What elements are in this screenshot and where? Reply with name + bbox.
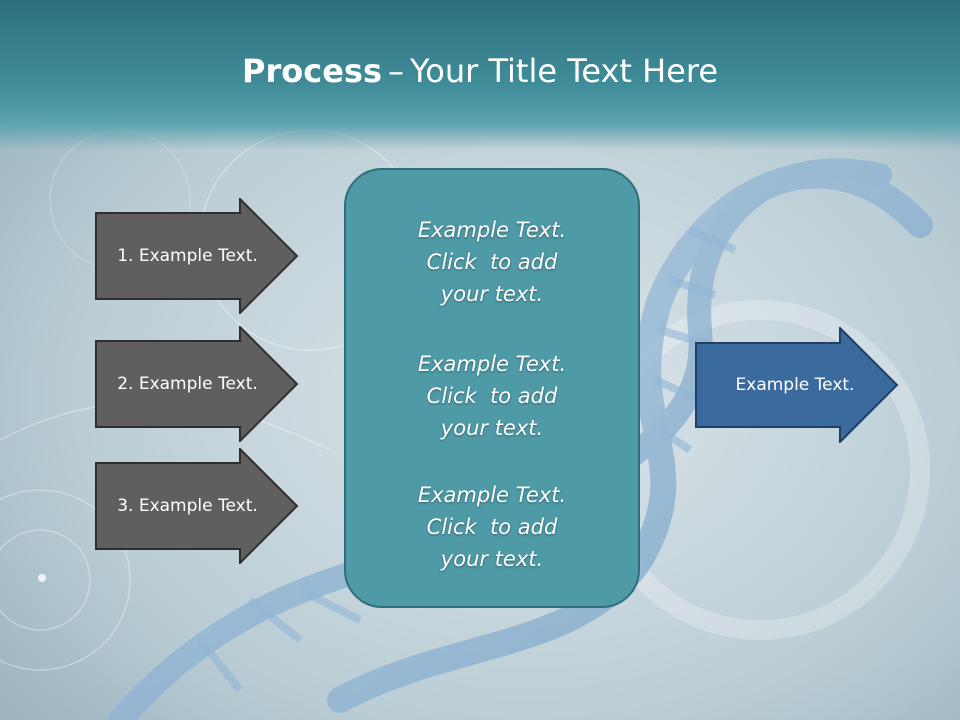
arrow-shape (695, 327, 899, 443)
text-line: your text. (440, 547, 544, 571)
arrow-label: 1. Example Text. (117, 246, 258, 266)
text-block-3: Example Text. Click to add your text. (346, 479, 638, 575)
text-line: Click to add (426, 250, 558, 274)
arrow-label: 3. Example Text. (117, 496, 258, 516)
text-line: Click to add (426, 384, 558, 408)
text-line: your text. (440, 416, 544, 440)
arrow-shape (95, 198, 299, 314)
text-line: Example Text. (417, 218, 567, 242)
arrow-label: 2. Example Text. (117, 374, 258, 394)
title-bold: Process (242, 52, 382, 90)
arrow-shape (95, 448, 299, 564)
title-text: Your Title Text Here (409, 52, 718, 90)
text-line: your text. (440, 282, 544, 306)
left-arrow-2[interactable]: 2. Example Text. (95, 326, 299, 442)
right-arrow[interactable]: Example Text. (695, 327, 899, 443)
text-block-1: Example Text. Click to add your text. (346, 214, 638, 310)
title-bar (0, 0, 960, 150)
text-line: Example Text. (417, 483, 567, 507)
text-block-2: Example Text. Click to add your text. (346, 348, 638, 444)
arrow-shape (95, 326, 299, 442)
center-text-box[interactable]: Example Text. Click to add your text. Ex… (344, 168, 640, 608)
slide-title[interactable]: Process–Your Title Text Here (0, 52, 960, 90)
left-arrow-1[interactable]: 1. Example Text. (95, 198, 299, 314)
left-arrow-3[interactable]: 3. Example Text. (95, 448, 299, 564)
arrow-label: Example Text. (735, 375, 855, 395)
title-separator: – (387, 52, 404, 90)
text-line: Example Text. (417, 352, 567, 376)
text-line: Click to add (426, 515, 558, 539)
